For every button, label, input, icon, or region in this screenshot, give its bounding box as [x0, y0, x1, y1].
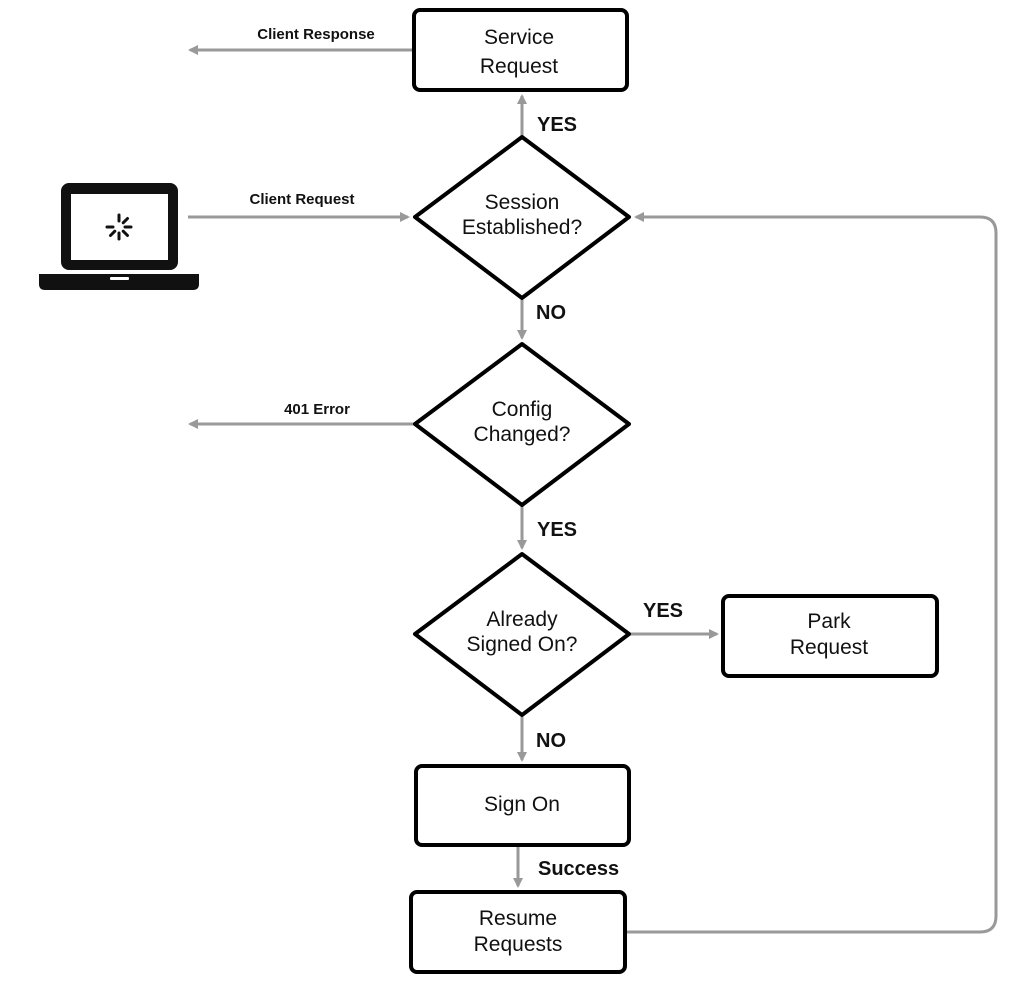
sign-on-label: Sign On [484, 793, 560, 816]
session-established-line2: Established? [462, 216, 582, 239]
signed-yes-label: YES [643, 600, 683, 622]
node-session-established: Session Established? [413, 135, 631, 300]
client-request-label: Client Request [249, 191, 354, 208]
node-sign-on: Sign On [414, 764, 631, 847]
config-changed-line2: Changed? [474, 423, 571, 446]
node-config-changed: Config Changed? [413, 342, 631, 507]
error-401-label: 401 Error [284, 401, 350, 418]
config-changed-line1: Config [492, 398, 553, 421]
session-yes-label: YES [537, 114, 577, 136]
park-request-line1: Park [807, 610, 851, 633]
loading-spinner-icon [105, 213, 133, 241]
node-already-signed-on: Already Signed On? [413, 552, 631, 717]
already-signed-on-line1: Already [486, 608, 558, 631]
service-request-line1: Service [484, 26, 554, 49]
already-signed-on-line2: Signed On? [467, 633, 578, 656]
config-yes-label: YES [537, 519, 577, 541]
laptop-icon [39, 183, 199, 290]
node-service-request: Service Request [412, 8, 629, 92]
service-request-line2: Request [480, 55, 558, 78]
connectors [188, 45, 998, 934]
session-no-label: NO [536, 302, 566, 324]
park-request-line2: Request [790, 636, 868, 659]
node-park-request: Park Request [721, 594, 939, 678]
signed-no-label: NO [536, 730, 566, 752]
sign-on-success-label: Success [538, 858, 619, 880]
session-established-line1: Session [485, 191, 560, 214]
client-response-label: Client Response [257, 26, 375, 43]
resume-requests-line2: Requests [474, 933, 563, 956]
node-resume-requests: Resume Requests [409, 890, 627, 974]
edge-resume-loop [626, 212, 998, 934]
resume-requests-line1: Resume [479, 907, 557, 930]
